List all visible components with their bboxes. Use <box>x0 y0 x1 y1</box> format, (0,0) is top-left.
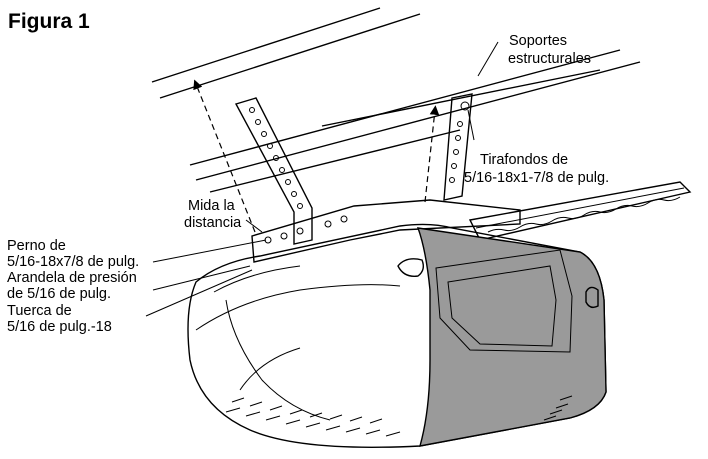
svg-text:5/16 de pulg.-18: 5/16 de pulg.-18 <box>7 319 112 335</box>
label-tirafondos: Tirafondos de 5/16-18x1-7/8 de pulg. <box>464 152 609 186</box>
label-tuerca: Tuerca de 5/16 de pulg.-18 <box>7 303 112 335</box>
opener-rail <box>468 181 692 251</box>
measurement-arrows <box>193 79 440 233</box>
svg-text:distancia: distancia <box>184 215 242 231</box>
opener-housing <box>187 223 607 448</box>
label-perno: Perno de 5/16-18x7/8 de pulg. <box>7 238 139 270</box>
structural-supports <box>151 7 641 193</box>
svg-text:Arandela de presión: Arandela de presión <box>7 270 137 286</box>
svg-text:Tuerca de: Tuerca de <box>7 303 72 319</box>
leader-lines <box>145 41 499 317</box>
label-arandela: Arandela de presión de 5/16 de pulg. <box>7 270 137 302</box>
right-hanger-bracket <box>443 93 473 201</box>
svg-text:5/16-18x7/8 de pulg.: 5/16-18x7/8 de pulg. <box>7 254 139 270</box>
figure-title: Figura 1 <box>8 10 90 33</box>
svg-text:Mida la: Mida la <box>188 198 236 214</box>
svg-text:estructurales: estructurales <box>508 51 591 67</box>
label-mida-distancia: Mida la distancia <box>184 198 242 231</box>
svg-text:Tirafondos de: Tirafondos de <box>480 152 568 168</box>
svg-text:Perno de: Perno de <box>7 238 66 254</box>
left-hanger-bracket <box>234 97 313 245</box>
mounting-angle-iron <box>251 199 521 263</box>
label-soportes: Soportes estructurales <box>508 33 591 67</box>
svg-text:Soportes: Soportes <box>509 33 567 49</box>
svg-text:5/16-18x1-7/8 de pulg.: 5/16-18x1-7/8 de pulg. <box>464 170 609 186</box>
svg-text:de 5/16 de pulg.: de 5/16 de pulg. <box>7 286 111 302</box>
vent-slots <box>225 395 573 437</box>
